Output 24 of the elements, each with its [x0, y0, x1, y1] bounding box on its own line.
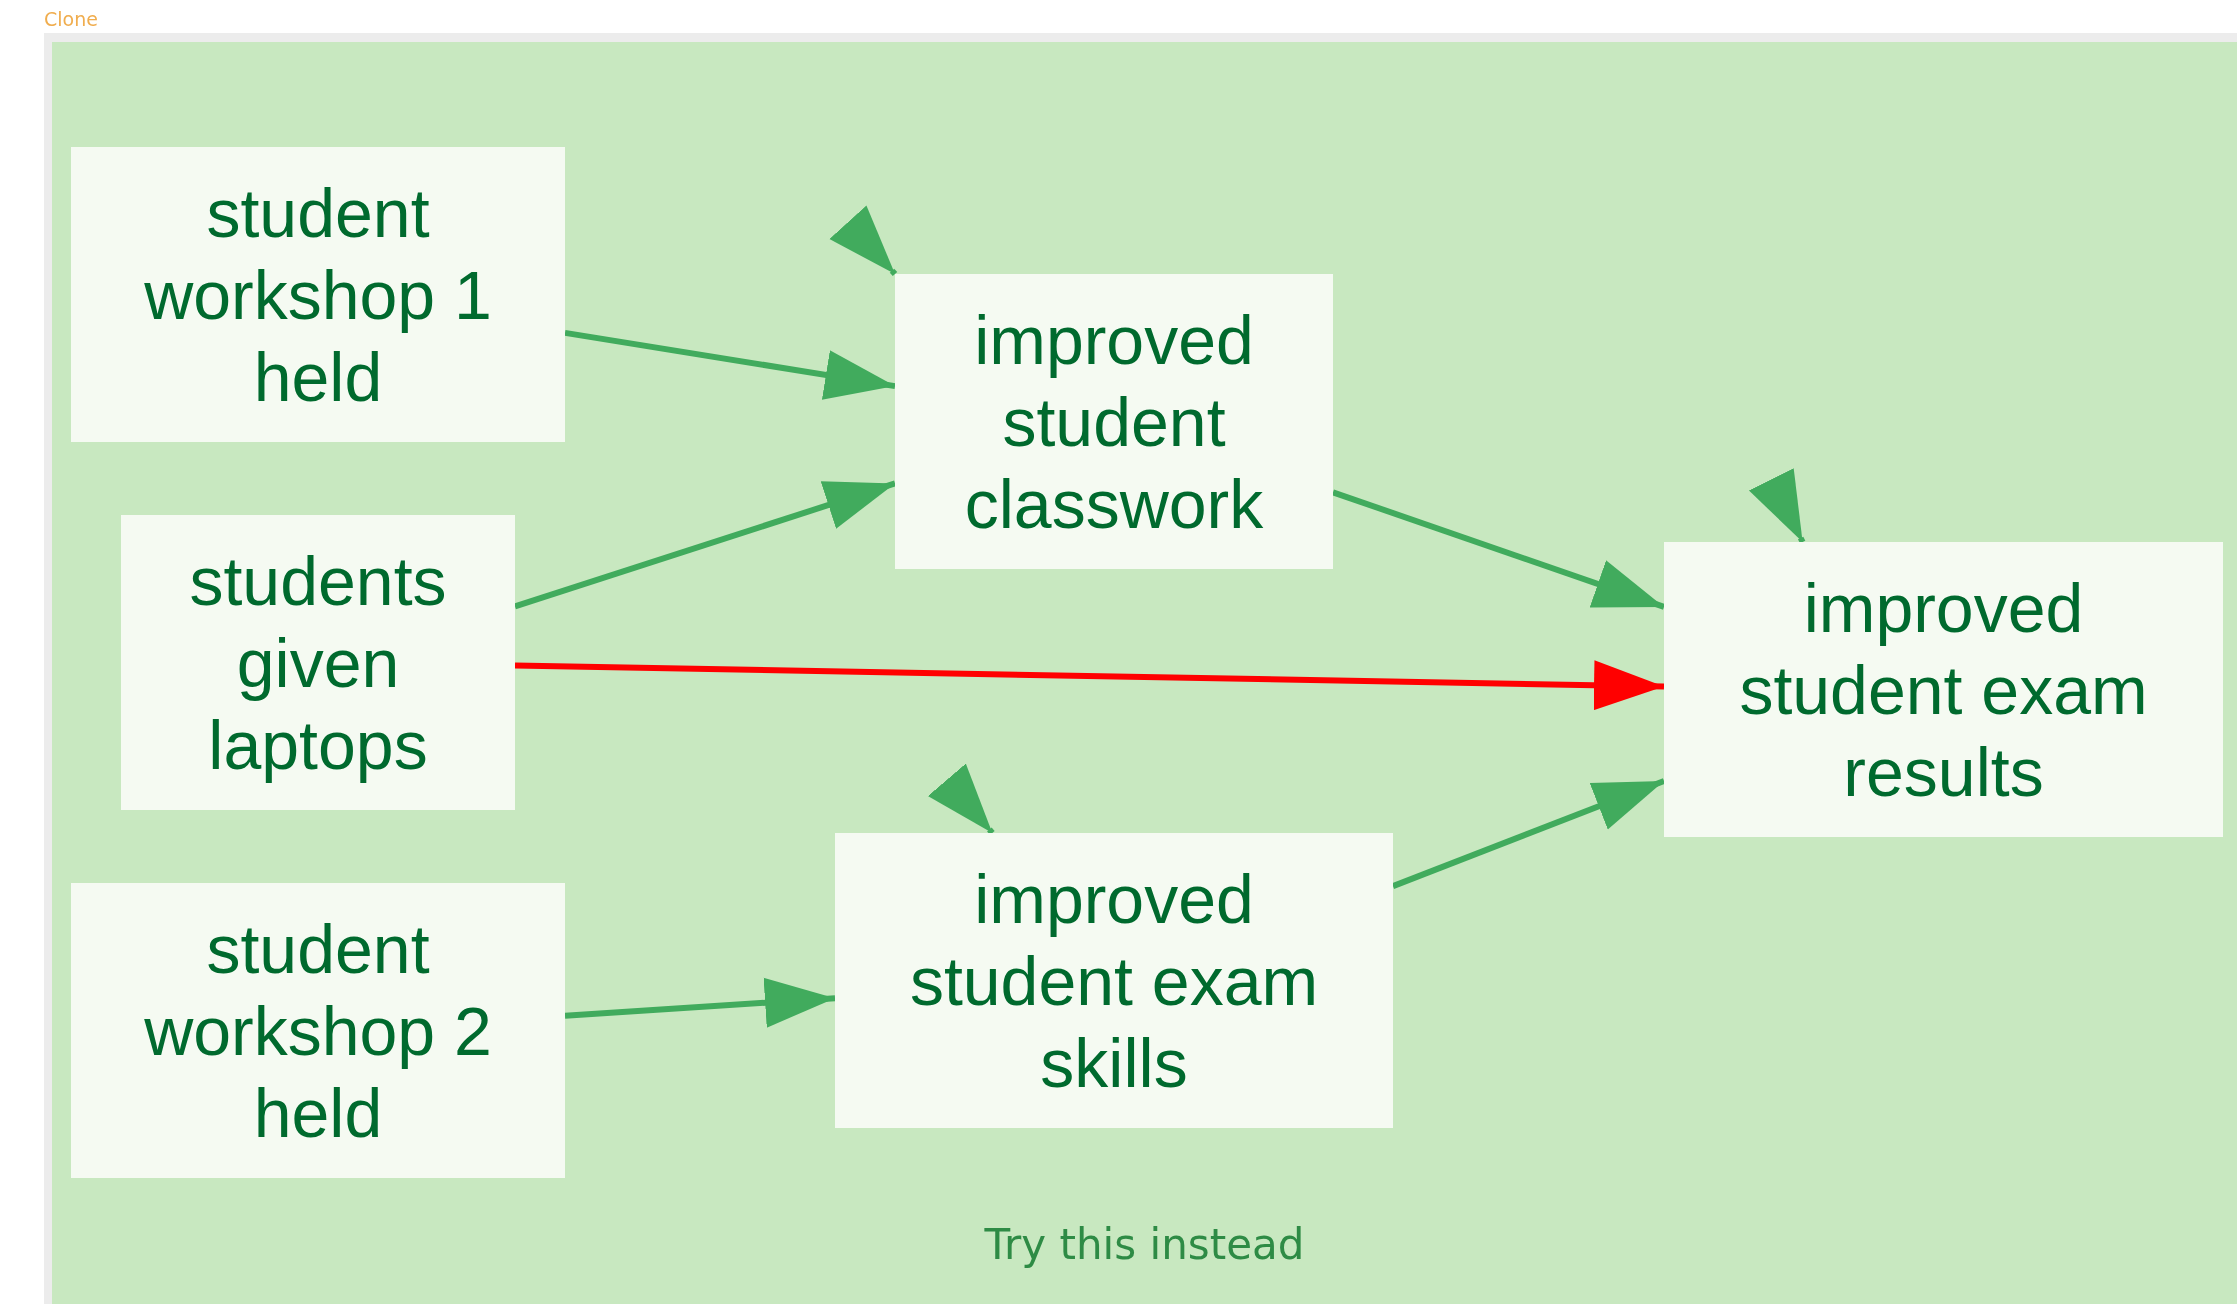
node-text: improved student classwork: [963, 300, 1265, 544]
arrowhead: [927, 763, 995, 835]
outcome-box: [895, 274, 1333, 569]
arrow: [564, 977, 836, 1028]
arrow: [514, 480, 896, 610]
page-label: Clone: [44, 8, 98, 30]
arrow: [514, 660, 1665, 711]
node-text: student workshop 2 held: [143, 909, 493, 1153]
node-text: improved student exam skills: [908, 859, 1320, 1103]
node-text: student workshop 1 held: [143, 173, 493, 417]
outcome-box: [121, 515, 515, 810]
arrowhead: [829, 205, 898, 276]
outcome-box: [1664, 542, 2223, 837]
outcome-box: [71, 147, 565, 442]
arrow: [1332, 489, 1665, 610]
node-text: improved student exam results: [1738, 568, 2149, 812]
arrow: [564, 329, 896, 400]
arrowhead: [1748, 468, 1806, 544]
node-text: students given laptops: [188, 541, 448, 785]
outcome-box: [835, 833, 1393, 1128]
group-panel: [52, 42, 2237, 1304]
arrow: [1391, 778, 1666, 889]
group-caption: Try this instead: [983, 1220, 1306, 1269]
outcome-box: [71, 883, 565, 1178]
